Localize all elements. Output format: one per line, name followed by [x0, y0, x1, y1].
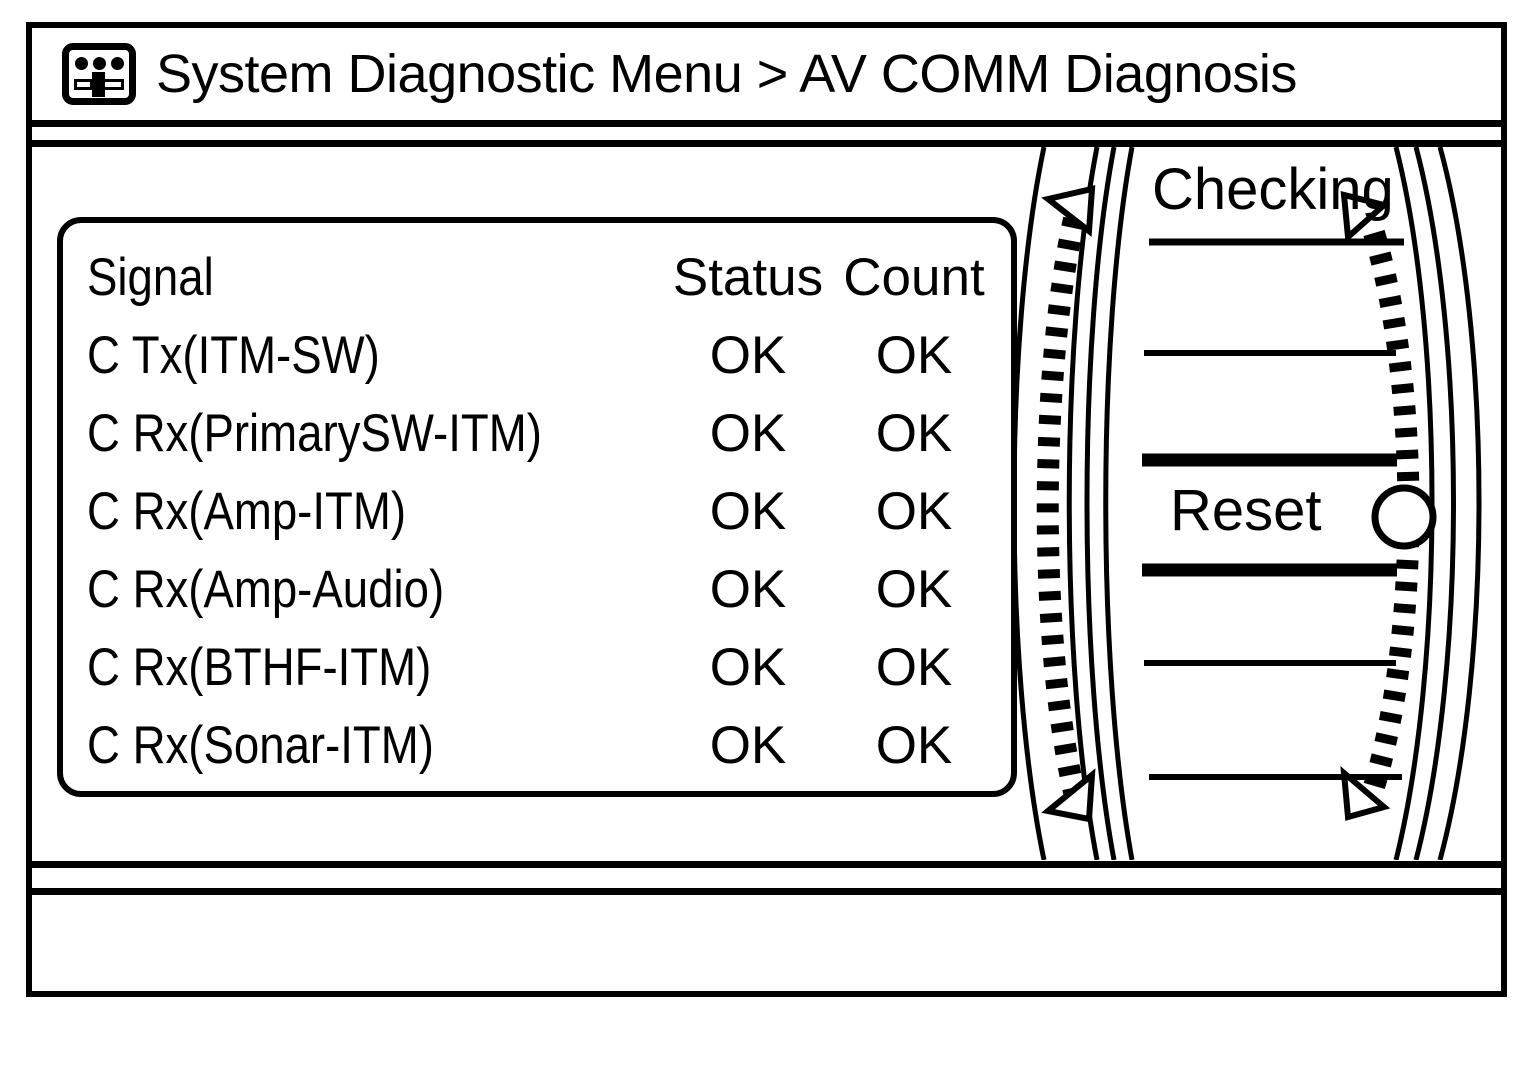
- cell-count: OK: [875, 638, 953, 697]
- cell-count: OK: [875, 482, 953, 541]
- table-header-row: Signal Status Count: [87, 239, 999, 317]
- cell-status: OK: [709, 404, 787, 463]
- column-header-signal: Signal: [87, 248, 214, 307]
- table-row: C Rx(BTHF-ITM) OK OK: [87, 629, 999, 707]
- cell-status: OK: [709, 326, 787, 385]
- cell-signal: C Rx(Sonar-ITM): [87, 716, 434, 775]
- scroll-up-triangle-right: [1340, 191, 1391, 244]
- signal-table: Signal Status Count C Tx(ITM-SW) OK OK C…: [87, 239, 999, 785]
- cell-count: OK: [875, 326, 953, 385]
- cell-count: OK: [875, 404, 953, 463]
- status-bar: [32, 895, 1501, 991]
- column-header-status: Status: [672, 248, 824, 307]
- scroll-up-triangle-left: [1041, 185, 1096, 237]
- cell-signal: C Rx(Amp-ITM): [87, 482, 407, 541]
- right-scrollbar-outer-rail: [1437, 147, 1482, 860]
- scroll-down-triangle-right: [1340, 765, 1391, 821]
- left-scroll-ticks: [1036, 216, 1085, 795]
- menu-item-checking[interactable]: Checking: [1152, 157, 1394, 222]
- column-header-count: Count: [843, 248, 985, 307]
- curved-menu-graphics: [1011, 147, 1482, 860]
- page-title: System Diagnostic Menu > AV COMM Diagnos…: [156, 44, 1297, 104]
- table-row: C Tx(ITM-SW) OK OK: [87, 317, 999, 395]
- av-unit-icon: [58, 41, 140, 107]
- table-row: C Rx(PrimarySW-ITM) OK OK: [87, 395, 999, 473]
- table-row: C Rx(Sonar-ITM) OK OK: [87, 707, 999, 785]
- curved-menu-region: Checking Reset: [992, 147, 1501, 860]
- cell-status: OK: [709, 716, 787, 775]
- cell-count: OK: [875, 560, 953, 619]
- header-divider-upper: [32, 120, 1501, 127]
- cell-status: OK: [709, 638, 787, 697]
- cell-signal: C Rx(PrimarySW-ITM): [87, 404, 542, 463]
- footer-divider-upper: [32, 861, 1501, 868]
- cell-status: OK: [709, 482, 787, 541]
- cell-signal: C Rx(BTHF-ITM): [87, 638, 432, 697]
- cell-signal: C Rx(Amp-Audio): [87, 560, 445, 619]
- cell-count: OK: [875, 716, 953, 775]
- cell-status: OK: [709, 560, 787, 619]
- cell-signal: C Tx(ITM-SW): [87, 326, 380, 385]
- footer-divider-lower: [32, 888, 1501, 895]
- table-row: C Rx(Amp-Audio) OK OK: [87, 551, 999, 629]
- scroll-thumb-circle: [1371, 484, 1437, 550]
- signal-table-card: Signal Status Count C Tx(ITM-SW) OK OK C…: [57, 217, 1017, 797]
- left-scrollbar-outer-rail: [1084, 147, 1135, 860]
- menu-item-reset[interactable]: Reset: [1170, 478, 1322, 543]
- right-scroll-ticks: [1363, 229, 1420, 791]
- content-area: Signal Status Count C Tx(ITM-SW) OK OK C…: [32, 147, 1501, 860]
- scroll-down-triangle-left: [1041, 768, 1096, 823]
- title-bar: System Diagnostic Menu > AV COMM Diagnos…: [32, 28, 1501, 120]
- table-row: C Rx(Amp-ITM) OK OK: [87, 473, 999, 551]
- left-scrollbar-track: [1011, 147, 1100, 860]
- header-divider-lower: [32, 140, 1501, 147]
